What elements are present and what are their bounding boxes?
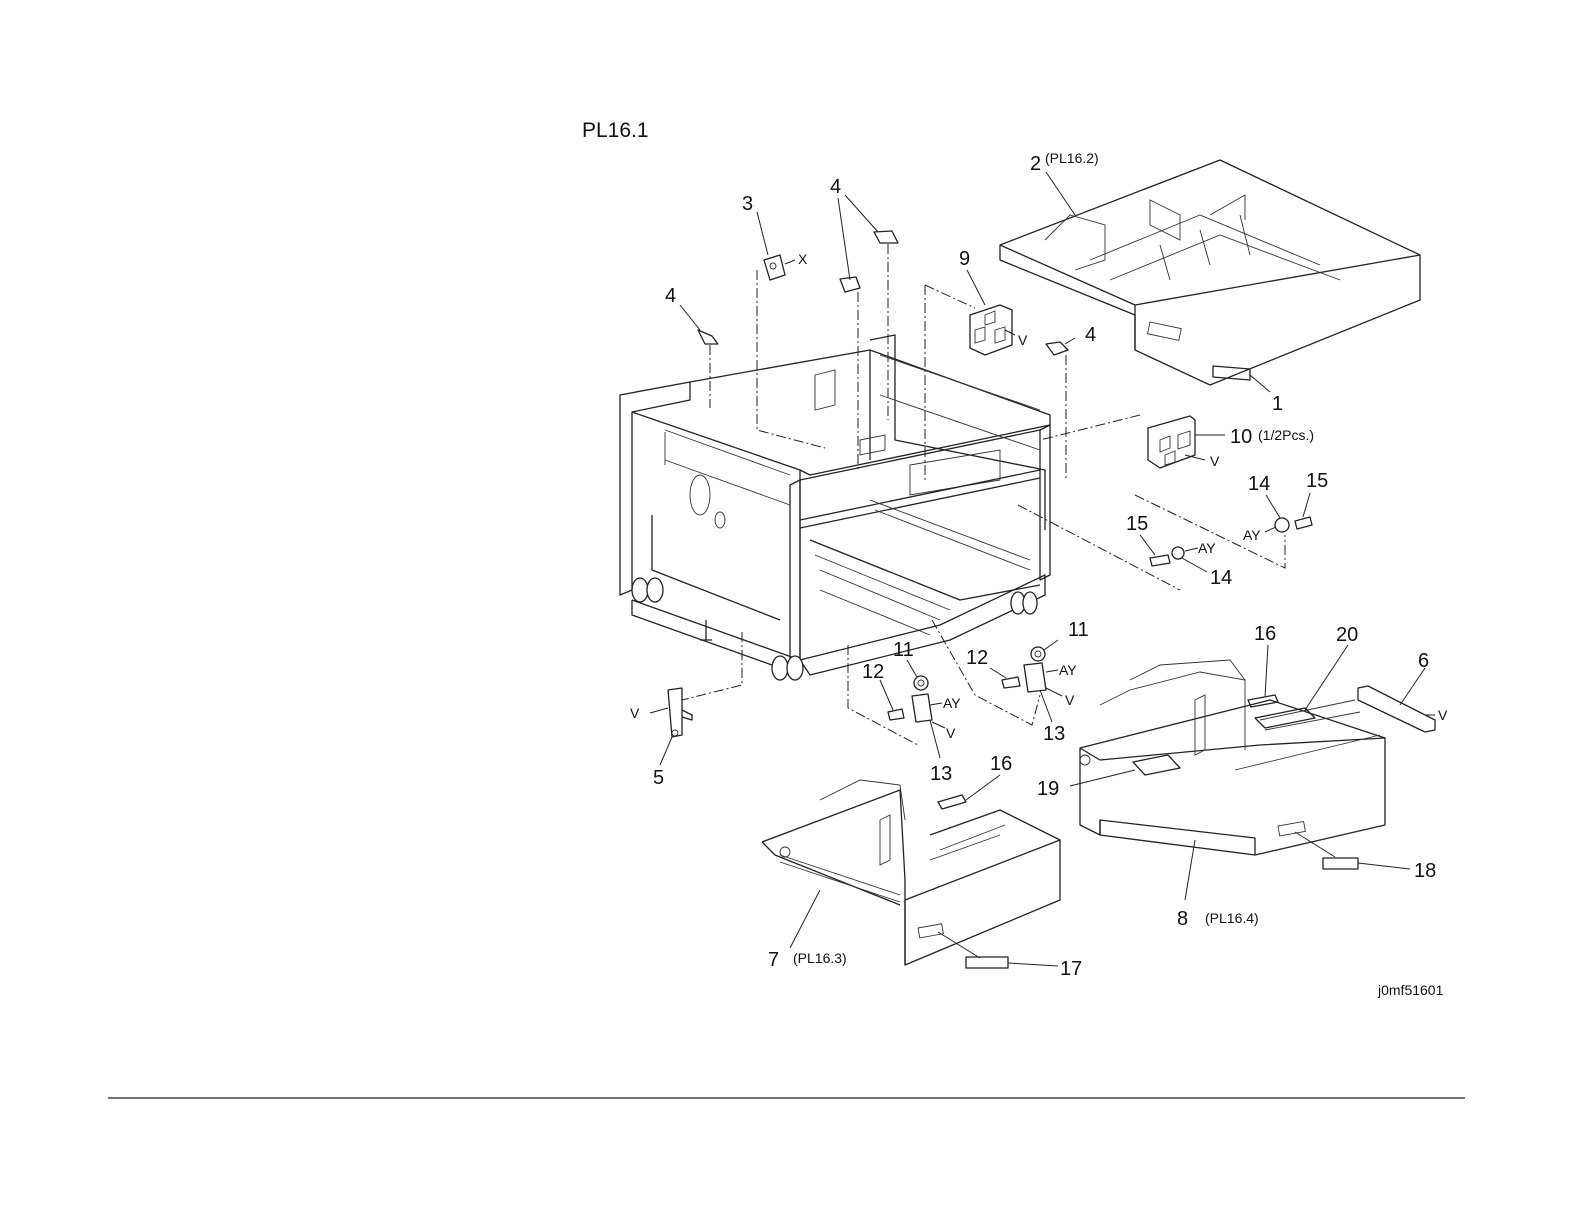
callout-4-right: 4	[1085, 324, 1096, 346]
callout-14-b-ay: AY	[1243, 527, 1261, 543]
callout-10-v: V	[1210, 453, 1220, 469]
callout-17: 17	[1060, 958, 1082, 980]
callout-9: 9	[959, 248, 970, 270]
callout-10-qty: (1/2Pcs.)	[1258, 427, 1314, 443]
roller-set-a	[888, 676, 932, 722]
callout-5-v: V	[630, 705, 640, 721]
callout-8: 8	[1177, 908, 1188, 930]
callout-5: 5	[653, 767, 664, 789]
bracket-3	[764, 255, 785, 280]
callout-2: 2	[1030, 153, 1041, 175]
pin-set	[1150, 517, 1312, 566]
callout-15-b: 15	[1306, 470, 1328, 492]
bracket-5	[668, 688, 692, 737]
callout-16-a: 16	[990, 753, 1012, 775]
callout-13-a-v: V	[946, 725, 956, 741]
callout-8-ref: (PL16.4)	[1205, 910, 1259, 926]
roller-set-b	[1002, 647, 1046, 692]
callout-4-top: 4	[830, 176, 841, 198]
label-plate-1	[1213, 366, 1250, 380]
callout-14-a-ay: AY	[1198, 540, 1216, 556]
callout-20: 20	[1336, 624, 1358, 646]
figure-id: j0mf51601	[1377, 982, 1444, 998]
callout-19: 19	[1037, 778, 1059, 800]
callout-18: 18	[1414, 860, 1436, 882]
callout-12-b: 12	[966, 647, 988, 669]
main-frame	[620, 335, 1050, 680]
callout-13-b-ay: AY	[1059, 662, 1077, 678]
switch-10	[1148, 416, 1195, 468]
label-20	[1255, 708, 1315, 728]
callout-13-b: 13	[1043, 723, 1065, 745]
callout-15-a: 15	[1126, 513, 1148, 535]
tray-assembly-pl16-4	[1080, 660, 1385, 855]
callout-12-a: 12	[862, 661, 884, 683]
tray-assembly-pl16-3	[762, 780, 1060, 965]
callout-11-b: 11	[1068, 619, 1089, 641]
callout-3: 3	[742, 193, 753, 215]
callout-6: 6	[1418, 650, 1429, 672]
label-18	[1323, 858, 1358, 869]
callout-11-a: 11	[893, 639, 914, 661]
callout-13-b-v: V	[1065, 692, 1075, 708]
label-16a	[938, 795, 966, 809]
callout-2-ref: (PL16.2)	[1045, 150, 1099, 166]
label-19	[1133, 755, 1180, 775]
callout-7-ref: (PL16.3)	[793, 950, 847, 966]
callout-14-a: 14	[1210, 567, 1232, 589]
callout-16-b: 16	[1254, 623, 1276, 645]
callout-14-b: 14	[1248, 473, 1270, 495]
plate-6	[1358, 686, 1435, 732]
callout-6-v: V	[1438, 707, 1448, 723]
callout-13-a: 13	[930, 763, 952, 785]
callout-10: 10	[1230, 426, 1252, 448]
callout-3-x: X	[798, 251, 808, 267]
callout-7: 7	[768, 949, 779, 971]
label-17	[966, 957, 1008, 968]
callout-9-v: V	[1018, 332, 1028, 348]
callout-4-left: 4	[665, 285, 676, 307]
page-title: PL16.1	[582, 119, 649, 142]
callout-1: 1	[1272, 393, 1283, 415]
callout-13-a-ay: AY	[943, 695, 961, 711]
